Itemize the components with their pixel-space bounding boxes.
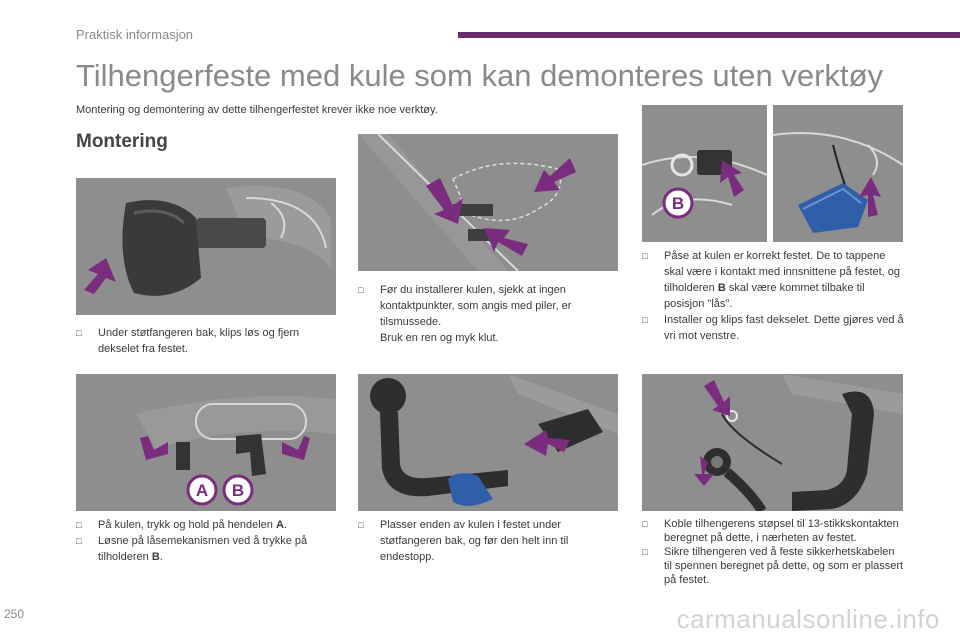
arrow-icon bbox=[426, 178, 463, 224]
square-checkbox-icon: □ bbox=[76, 536, 82, 546]
square-checkbox-icon: □ bbox=[642, 519, 648, 529]
step-6-bullet-2: Sikre tilhengeren ved å feste sikkerhets… bbox=[664, 546, 904, 586]
list-item: □ Før du installerer kulen, sjekk at ing… bbox=[358, 282, 620, 346]
arrow-icon bbox=[524, 430, 570, 456]
square-checkbox-icon: □ bbox=[358, 285, 364, 295]
step-4-text: □ På kulen, trykk og hold på hendelen A.… bbox=[76, 517, 338, 565]
step-4-bullet-2-post: . bbox=[159, 551, 163, 563]
list-item: □ Under støtfangeren bak, klips løs og f… bbox=[76, 325, 338, 357]
figure-insert-ball bbox=[358, 374, 618, 511]
figure-connect-trailer bbox=[642, 374, 903, 511]
arrow-icon bbox=[859, 177, 881, 217]
section-title: Praktisk informasjon bbox=[76, 27, 194, 42]
arrow-icon bbox=[694, 456, 714, 486]
arrow-icon bbox=[282, 436, 310, 460]
figure-label-b: B bbox=[232, 481, 244, 500]
step-3-key-b: B bbox=[717, 282, 726, 294]
square-checkbox-icon: □ bbox=[76, 328, 82, 338]
list-item: □ Plasser enden av kulen i festet under … bbox=[358, 517, 620, 565]
watermark: carmanualsonline.info bbox=[676, 604, 940, 634]
step-3-bullet-1-pre: Påse at kulen er korrekt festet. De to t… bbox=[664, 250, 901, 294]
square-checkbox-icon: □ bbox=[358, 520, 364, 530]
list-item: □ På kulen, trykk og hold på hendelen A. bbox=[76, 517, 338, 533]
page-title: Tilhengerfeste med kule som kan demonter… bbox=[76, 58, 883, 93]
step-1-text: □ Under støtfangeren bak, klips løs og f… bbox=[76, 325, 338, 357]
label-b-icon: B bbox=[222, 474, 254, 506]
step-5-text: □ Plasser enden av kulen i festet under … bbox=[358, 517, 620, 565]
step-4-key-a: A bbox=[275, 519, 284, 531]
step-6-text: □ Koble tilhengerens støpsel til 13-stik… bbox=[642, 517, 904, 587]
label-b-icon: B bbox=[662, 187, 694, 219]
step-2-bullet-1-line-2: Bruk en ren og myk klut. bbox=[380, 332, 499, 344]
arrow-icon bbox=[704, 380, 730, 416]
step-6-bullet-1: Koble tilhengerens støpsel til 13-stikks… bbox=[664, 518, 899, 544]
step-3-text: □ Påse at kulen er korrekt festet. De to… bbox=[642, 248, 904, 344]
page-subtitle: Montering og demontering av dette tilhen… bbox=[76, 104, 438, 116]
figure-ball-locked-left: B bbox=[642, 105, 767, 242]
figure-label-b: B bbox=[672, 194, 684, 213]
figure-ball-locked-right bbox=[773, 105, 903, 242]
step-3-bullet-2: Installer og klips fast dekselet. Dette … bbox=[664, 314, 904, 342]
arrow-icon bbox=[140, 436, 168, 460]
figure-label-a: A bbox=[196, 481, 208, 500]
list-item: □ Installer og klips fast dekselet. Dett… bbox=[642, 312, 904, 344]
list-item: □ Løsne på låsemekanismen ved å trykke p… bbox=[76, 533, 338, 565]
header-accent-bar bbox=[458, 32, 960, 38]
step-2-bullet-1: Før du installerer kulen, sjekk at ingen… bbox=[380, 284, 572, 328]
step-4-bullet-1-post: . bbox=[283, 519, 287, 531]
label-a-icon: A bbox=[186, 474, 218, 506]
arrow-icon bbox=[84, 258, 116, 294]
step-4-bullet-1-pre: På kulen, trykk og hold på hendelen bbox=[98, 519, 276, 531]
list-item: □ Påse at kulen er korrekt festet. De to… bbox=[642, 248, 904, 312]
section-heading: Montering bbox=[76, 131, 168, 152]
list-item: □ Sikre tilhengeren ved å feste sikkerhe… bbox=[642, 545, 904, 587]
arrow-icon bbox=[534, 158, 576, 192]
step-3-bullet-1-post: skal være kommet tilbake til posisjon "l… bbox=[664, 282, 865, 310]
square-checkbox-icon: □ bbox=[76, 520, 82, 530]
figure-lever-release: A B bbox=[76, 374, 336, 511]
step-4-bullet-2-pre: Løsne på låsemekanismen ved å trykke på … bbox=[98, 535, 308, 563]
list-item: □ Koble tilhengerens støpsel til 13-stik… bbox=[642, 517, 904, 545]
square-checkbox-icon: □ bbox=[642, 315, 648, 325]
figure-cover-removal bbox=[76, 178, 336, 315]
step-4-key-b: B bbox=[151, 551, 160, 563]
page-number: 250 bbox=[4, 607, 25, 621]
step-5-bullet-1: Plasser enden av kulen i festet under st… bbox=[380, 519, 569, 563]
square-checkbox-icon: □ bbox=[642, 251, 648, 261]
square-checkbox-icon: □ bbox=[642, 547, 648, 557]
arrow-icon bbox=[484, 228, 528, 256]
arrow-icon bbox=[720, 160, 744, 197]
figure-contact-points bbox=[358, 134, 618, 271]
step-1-bullet-1: Under støtfangeren bak, klips løs og fje… bbox=[98, 327, 300, 355]
step-2-text: □ Før du installerer kulen, sjekk at ing… bbox=[358, 282, 620, 346]
